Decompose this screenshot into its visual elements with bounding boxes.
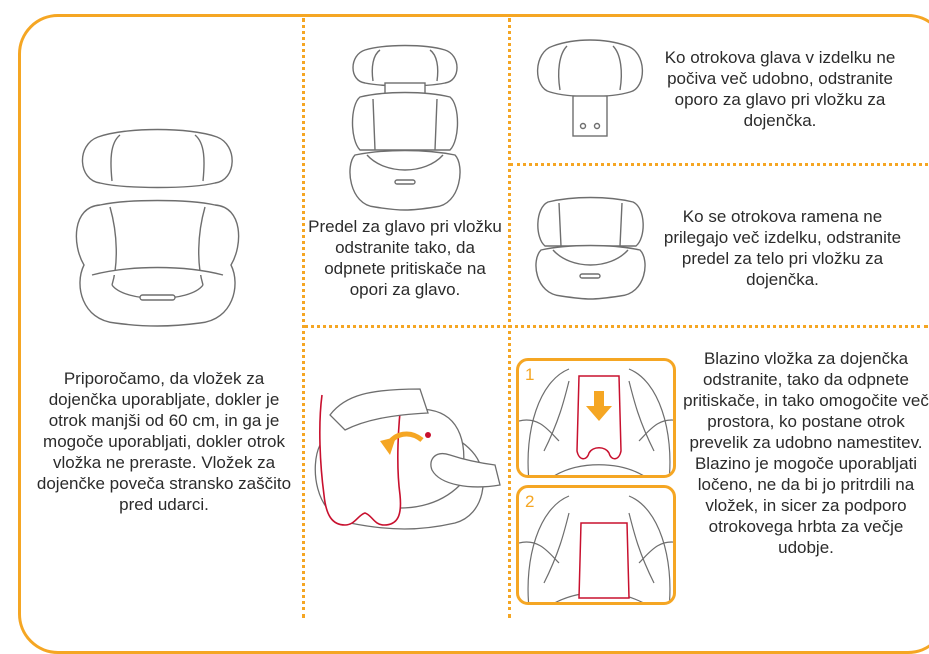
step-1-seat-illustration [519, 368, 673, 475]
intro-text: Priporočamo, da vložek za dojenčka upora… [36, 369, 292, 514]
cushion-text: Blazino vložka za dojenčka odstranite, t… [683, 349, 929, 557]
step-1-image: 1 [516, 358, 676, 478]
step-2-number: 2 [525, 492, 535, 511]
headpart-text: Predel za glavo pri vložku odstranite ta… [308, 217, 502, 299]
body-text: Ko se otrokova ramena ne prilegajo več i… [663, 207, 902, 289]
headrest-illustration [536, 39, 644, 137]
step-1-number: 1 [525, 365, 535, 384]
divider-vertical-1 [302, 18, 305, 618]
divider-horizontal-middle [304, 325, 928, 328]
cushion-removal-hands-illustration [314, 388, 501, 530]
head-part-removal-illustration [349, 44, 461, 211]
headrest-text: Ko otrokova glava v izdelku ne počiva ve… [664, 48, 896, 130]
full-infant-insert-illustration [75, 128, 240, 327]
body-part-illustration [535, 196, 646, 300]
step-2-seat-illustration [519, 495, 673, 602]
divider-vertical-2 [508, 18, 511, 618]
divider-horizontal-right-top [510, 163, 928, 166]
step-2-image: 2 [516, 485, 676, 605]
